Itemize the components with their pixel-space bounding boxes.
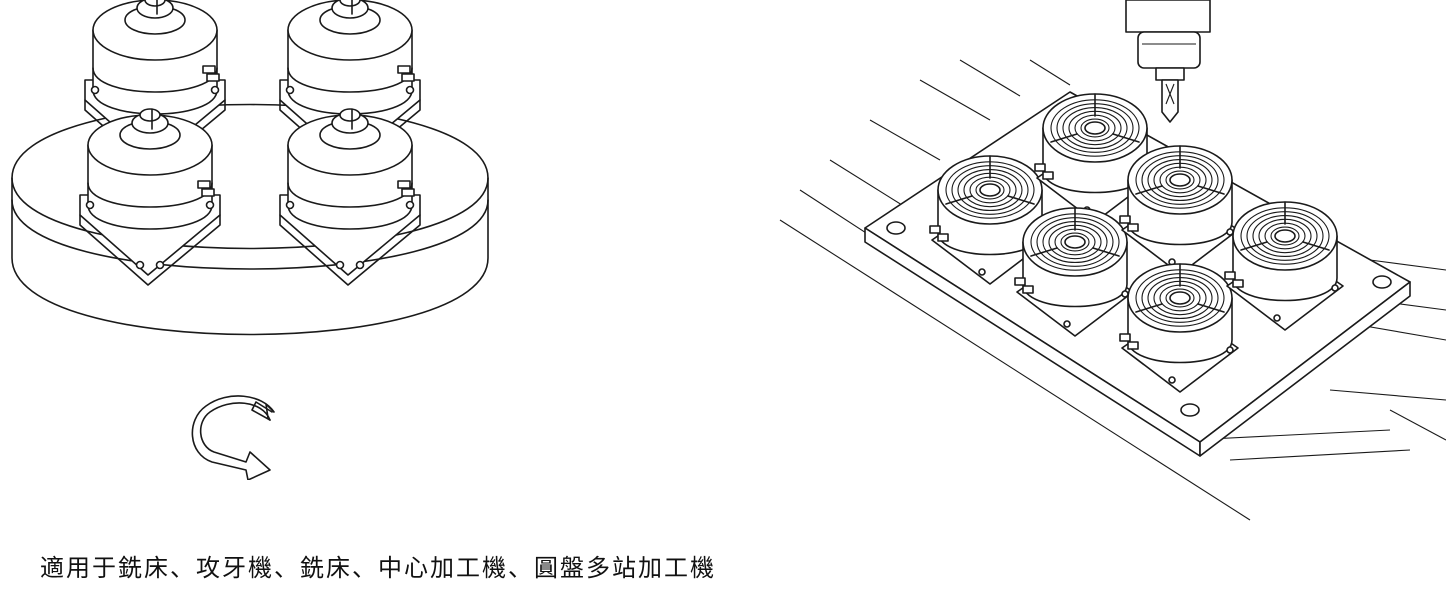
- pallet-chuck-group: [929, 93, 1344, 393]
- rotary-table-rim: [11, 199, 489, 270]
- application-caption: 適用于銑床、攻牙機、銑床、中心加工機、圓盤多站加工機: [40, 554, 716, 582]
- rotation-arrow-icon: [191, 395, 275, 480]
- spindle-tool-icon: [1125, 0, 1211, 123]
- rotary-table-body: [11, 103, 489, 336]
- rotary-chuck-4: [279, 108, 421, 286]
- rotary-table-illustration: [11, 0, 489, 480]
- rotary-table-top-edge: [11, 177, 489, 250]
- pallet-plate-illustration: [779, 0, 1446, 521]
- rotary-chuck-group: [79, 0, 421, 286]
- pallet-chuck-1: [929, 155, 1049, 285]
- pallet-plate-figure: [770, 0, 1446, 530]
- rotary-chuck-2: [279, 0, 421, 171]
- rotary-chuck-3: [79, 108, 221, 286]
- pallet-chuck-2: [1034, 93, 1154, 223]
- rotary-table-figure: [0, 0, 500, 480]
- pallet-chuck-6: [1224, 201, 1344, 331]
- pallet-chuck-5: [1119, 263, 1239, 393]
- pallet-chuck-3: [1014, 207, 1134, 337]
- pallet-chuck-4: [1119, 145, 1239, 275]
